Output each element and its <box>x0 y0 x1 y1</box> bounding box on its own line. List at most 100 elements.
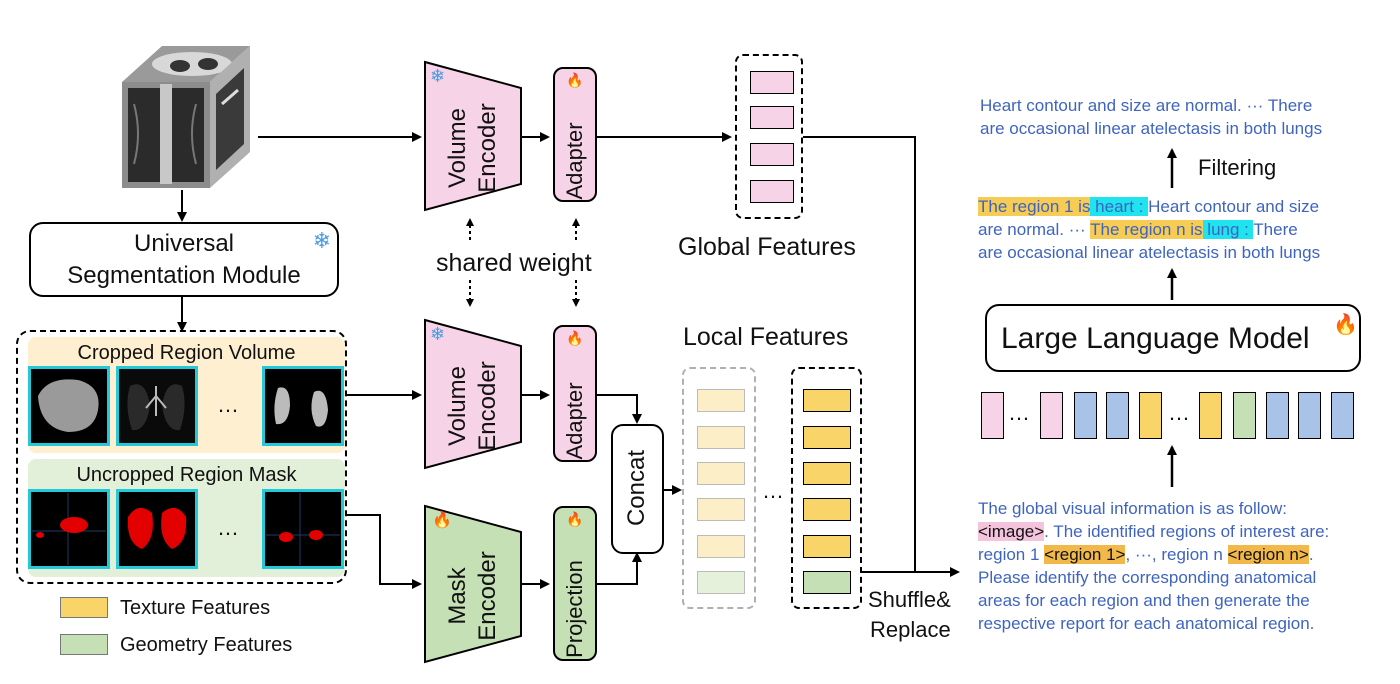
prompt-line3-text-c: . <box>1308 545 1314 564</box>
llm-token-texture <box>1199 392 1222 439</box>
adapter-bottom <box>553 325 597 462</box>
uncropped-region-title: Uncropped Region Mask <box>76 464 297 486</box>
local-features-group <box>791 367 862 609</box>
legend-texture-swatch <box>60 597 108 618</box>
projection-block <box>553 506 597 661</box>
line-global-to-shuffle <box>803 136 960 577</box>
local-token-faded <box>697 426 745 449</box>
arrow-mask-to-encoder <box>345 514 422 589</box>
usm-label-line2: Segmentation Module <box>67 262 301 289</box>
concat-label: Concat <box>623 449 650 527</box>
region-n-phrase: The region n is <box>1090 220 1203 239</box>
heart-tag: heart : <box>1090 197 1149 216</box>
shuffle-label-line1: Shuffle& <box>868 587 951 612</box>
llm-token-texture <box>1139 392 1162 439</box>
image-token-tag: <image> <box>978 522 1045 541</box>
lung-tag: lung : <box>1202 220 1254 239</box>
ct-volume-cube <box>122 46 250 188</box>
region-1-phrase: The region 1 is <box>978 197 1091 216</box>
region-1-token-tag: <region 1> <box>1044 545 1126 564</box>
llm-token-image <box>981 392 1004 439</box>
fire-icon: 🔥 <box>566 72 584 88</box>
concat-block <box>611 424 664 554</box>
adapter-top-label: Adapter <box>562 122 587 200</box>
global-features-group <box>735 54 803 219</box>
output-text-line1: Heart contour and size are normal. ··· T… <box>980 96 1313 115</box>
mask-encoder-label: Mask Encoder <box>444 551 501 641</box>
token-ellipsis: … <box>1008 400 1030 425</box>
prompt-line3-text-b: , ···, region n <box>1125 545 1228 564</box>
local-token-texture <box>803 389 851 412</box>
fire-icon: 🔥 <box>432 512 452 529</box>
prompt-line1: The global visual information is as foll… <box>978 499 1287 518</box>
global-token <box>750 143 794 166</box>
local-token-texture <box>803 535 851 558</box>
usm-label-line1: Universal <box>133 230 235 257</box>
volume-encoder-bottom-label: Volume Encoder <box>444 361 501 451</box>
llm-token-text <box>1106 392 1129 439</box>
universal-segmentation-module: Universal Segmentation Module ❄ <box>29 222 339 297</box>
llm-token-text <box>1074 392 1097 439</box>
output-text-line2: are occasional linear atelectasis in bot… <box>980 119 1323 138</box>
fire-icon: 🔥 <box>1333 314 1358 336</box>
shuffle-label-line2: Replace <box>870 617 951 642</box>
legend-geometry-label: Geometry Features <box>120 634 293 656</box>
global-token <box>750 106 794 129</box>
llm-output-text-2: are normal. ··· <box>978 220 1091 239</box>
local-token-texture <box>803 426 851 449</box>
llm-output-line3: are occasional linear atelectasis in bot… <box>978 243 1321 262</box>
fire-icon: 🔥 <box>566 330 584 346</box>
llm-token-text <box>1298 392 1321 439</box>
local-token-geometry <box>803 571 851 594</box>
local-token-texture <box>803 498 851 521</box>
mask-thumb-1 <box>28 489 110 569</box>
local-token-faded-geometry <box>697 571 745 594</box>
arrow-adapter-to-concat <box>597 394 642 424</box>
adapter-top <box>553 67 597 202</box>
global-token <box>750 71 794 94</box>
local-token-faded <box>697 498 745 521</box>
cropped-thumb-1 <box>28 366 110 446</box>
local-features-faded-group <box>682 367 756 609</box>
shared-weight-label: shared weight <box>436 249 592 277</box>
prompt-line3-text-a: region 1 <box>978 545 1045 564</box>
mask-thumb-2 <box>116 489 198 569</box>
cropped-thumb-2 <box>116 366 198 446</box>
local-token-faded <box>697 462 745 485</box>
prompt-line6: respective report for each anatomical re… <box>978 614 1315 633</box>
mask-thumb-3 <box>262 489 344 569</box>
adapter-bottom-label: Adapter <box>562 382 587 460</box>
volume-encoder-top <box>424 60 522 212</box>
prompt-line3: region 1 <region 1>, ···, region n <regi… <box>978 543 1314 566</box>
mask-encoder <box>424 504 522 664</box>
local-token-faded <box>697 535 745 558</box>
arrow-projection-to-concat <box>597 552 642 585</box>
llm-output-text-3: There <box>1253 220 1298 239</box>
snowflake-icon: ❄ <box>430 66 446 86</box>
fire-icon: 🔥 <box>566 511 584 527</box>
volume-encoder-bottom <box>424 318 522 470</box>
legend-geometry-swatch <box>60 634 108 655</box>
llm-output-line2: are normal. ··· The region n is lung : T… <box>978 218 1298 241</box>
llm-token-text <box>1331 392 1354 439</box>
llm-token-image <box>1040 392 1063 439</box>
region-container <box>16 330 347 584</box>
region-n-token-tag: <region n> <box>1227 545 1309 564</box>
global-token <box>750 180 794 203</box>
prompt-line2: <image>. The identified regions of inter… <box>978 520 1329 543</box>
token-ellipsis: … <box>1168 400 1190 425</box>
llm-token-geometry <box>1233 392 1256 439</box>
snowflake-icon: ❄ <box>312 228 331 253</box>
local-token-faded <box>697 389 745 412</box>
prompt-line2-text: . The identified regions of interest are… <box>1044 522 1330 541</box>
local-token-texture <box>803 462 851 485</box>
prompt-line5: areas for each region and then generate … <box>978 591 1310 610</box>
cropped-region-title: Cropped Region Volume <box>77 342 296 364</box>
local-features-label: Local Features <box>683 323 849 351</box>
llm-label: Large Language Model <box>1001 322 1310 355</box>
filtering-label: Filtering <box>1198 155 1277 180</box>
cropped-ellipsis: … <box>217 392 239 417</box>
llm-token-text <box>1266 392 1289 439</box>
cropped-thumb-3 <box>262 366 344 446</box>
